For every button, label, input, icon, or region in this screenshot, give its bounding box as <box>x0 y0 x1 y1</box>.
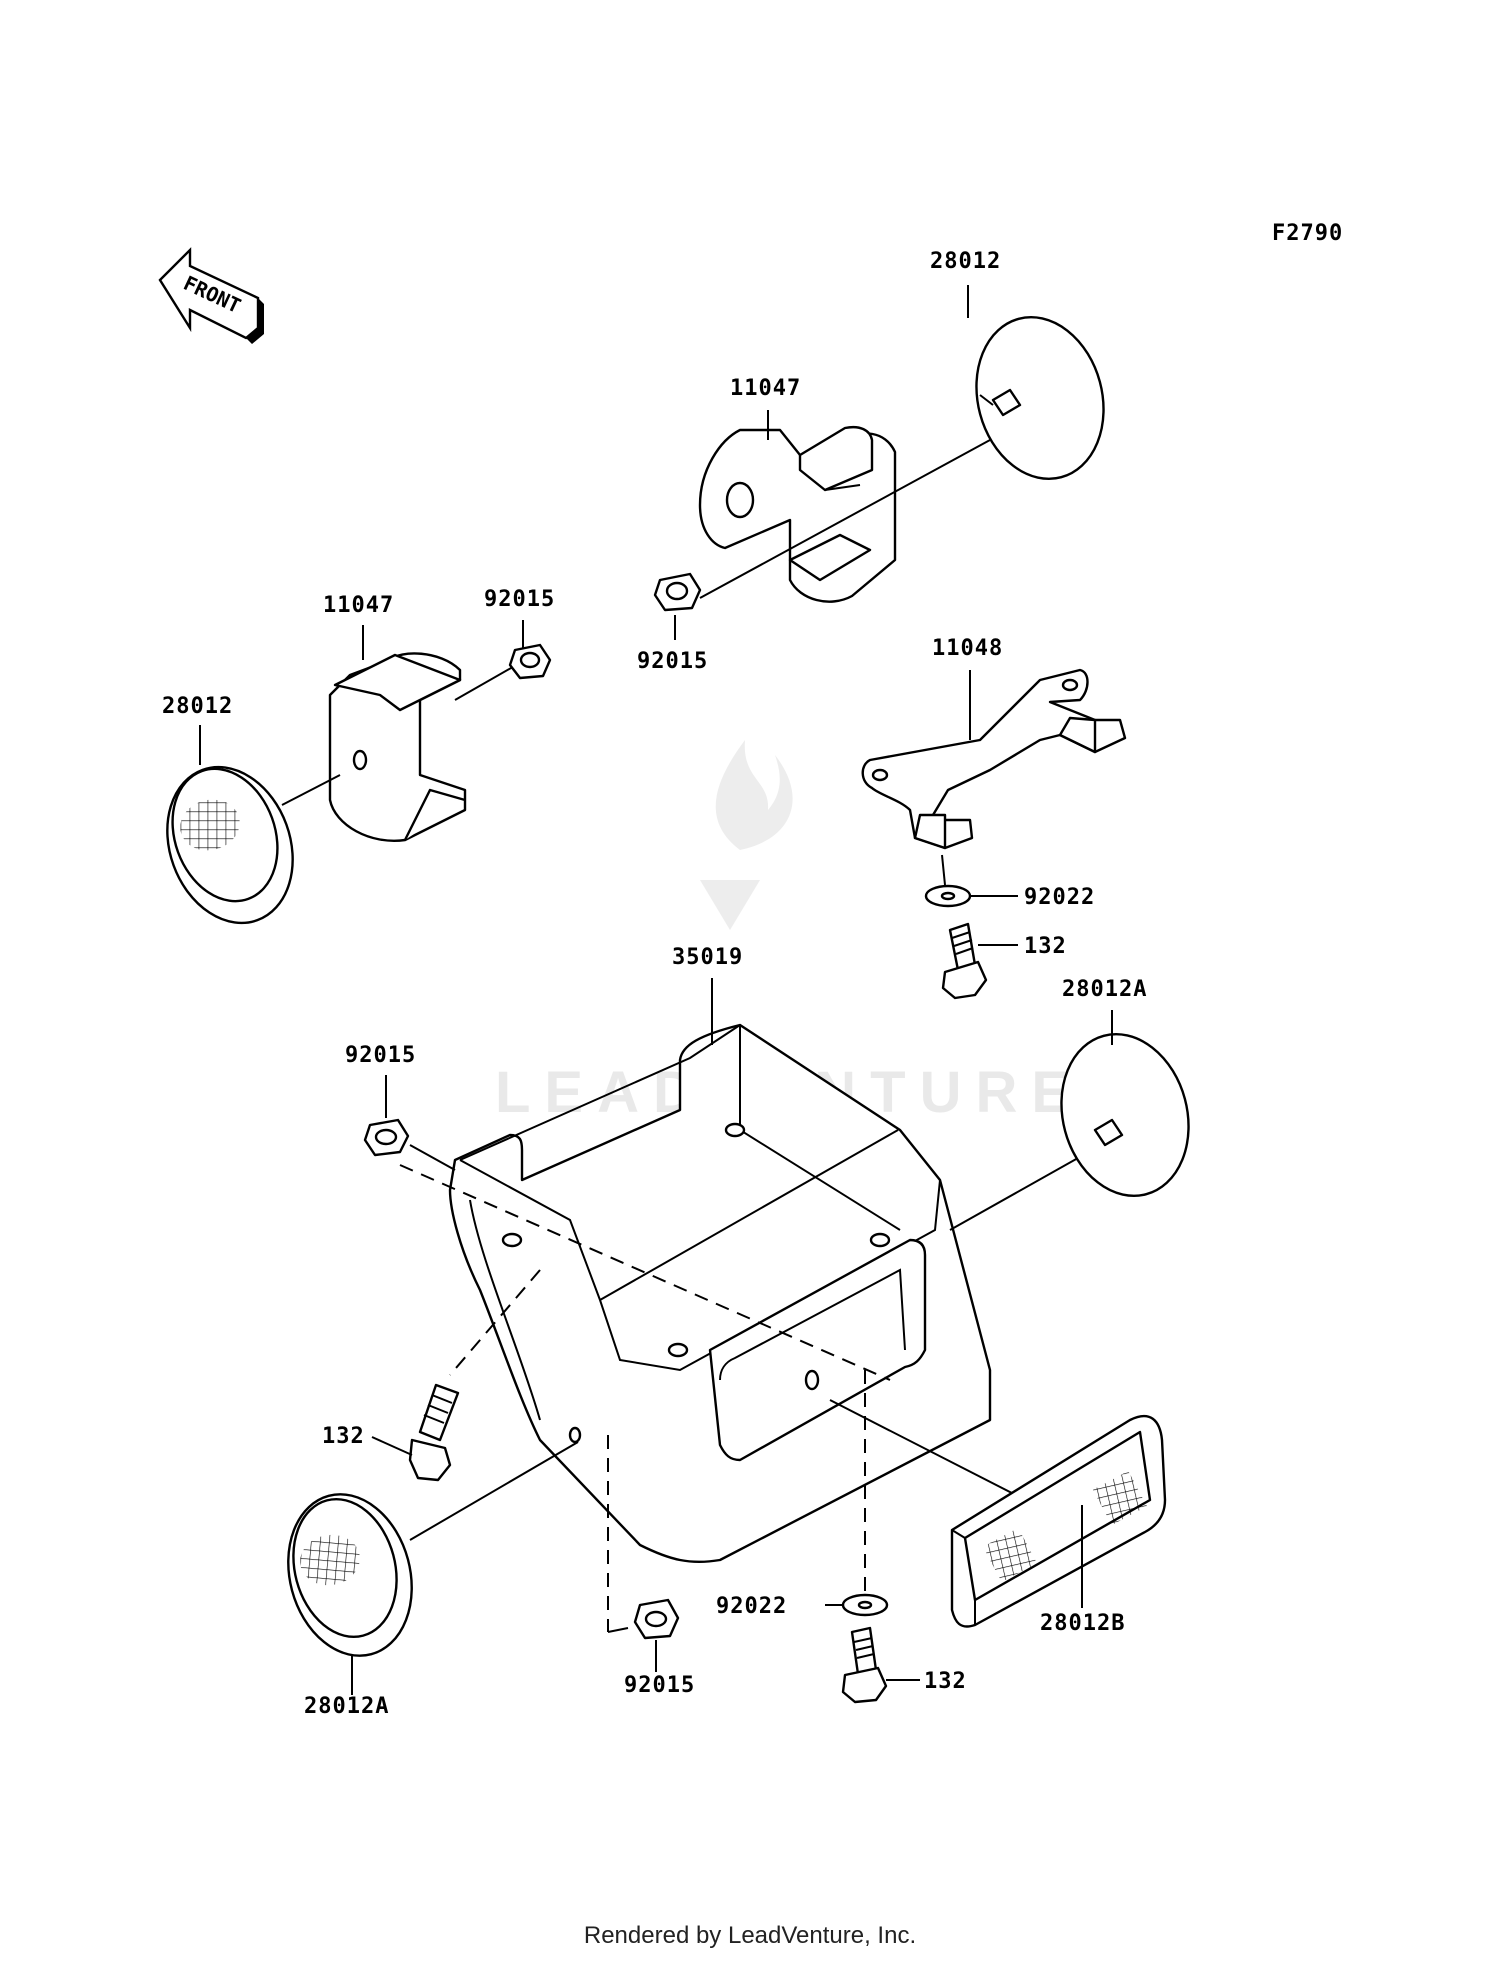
callout-28012A: 28012A <box>304 1694 389 1719</box>
leader-line <box>409 1441 579 1541</box>
callout-11047: 11047 <box>323 593 394 618</box>
nut-upper-right <box>653 572 702 612</box>
washer-upper <box>924 884 972 908</box>
callout-11048: 11048 <box>932 636 1003 661</box>
fender-bracket-35019 <box>448 1023 992 1564</box>
callout-28012A: 28012A <box>1062 977 1147 1002</box>
washer-lower <box>841 1593 889 1617</box>
callout-92015: 92015 <box>484 587 555 612</box>
reflector-rear <box>950 1414 1167 1628</box>
leader-line <box>399 1164 891 1381</box>
callout-28012: 28012 <box>162 694 233 719</box>
bracket-upper-right <box>698 426 897 603</box>
leader-line <box>699 439 991 599</box>
leader-line <box>607 1627 629 1633</box>
callout-92022: 92022 <box>1024 885 1095 910</box>
leader-line <box>449 1269 541 1376</box>
callout-132: 132 <box>1024 934 1067 959</box>
bolt-lower <box>841 1626 888 1704</box>
bolt-left <box>408 1383 460 1482</box>
nut-left <box>508 643 552 680</box>
front-arrow-icon: FRONT <box>158 247 264 344</box>
bolt-upper <box>941 922 988 1000</box>
stay-11048 <box>861 668 1127 850</box>
callout-92015: 92015 <box>345 1043 416 1068</box>
callout-92015: 92015 <box>637 649 708 674</box>
callout-28012: 28012 <box>930 249 1001 274</box>
leader-line <box>409 1144 456 1171</box>
figure-id: F2790 <box>1272 221 1343 246</box>
bracket-left <box>328 652 467 842</box>
nut-lower <box>633 1598 680 1640</box>
callout-28012B: 28012B <box>1040 1611 1125 1636</box>
reflector-right <box>1060 1032 1190 1198</box>
callout-leaders <box>199 285 1113 1695</box>
callout-35019: 35019 <box>672 945 743 970</box>
reflector-lower-left <box>287 1493 413 1657</box>
callout-132: 132 <box>924 1669 967 1694</box>
footer-credit: Rendered by LeadVenture, Inc. <box>583 1922 917 1949</box>
callout-11047: 11047 <box>730 376 801 401</box>
callout-92022: 92022 <box>716 1594 787 1619</box>
callout-132: 132 <box>322 1424 365 1449</box>
leader-line <box>941 854 946 886</box>
nut-mid-left <box>363 1118 410 1157</box>
reflector-upper-right <box>975 315 1105 481</box>
callout-92015: 92015 <box>624 1673 695 1698</box>
leader-line <box>281 774 341 806</box>
reflector-left <box>166 765 294 925</box>
